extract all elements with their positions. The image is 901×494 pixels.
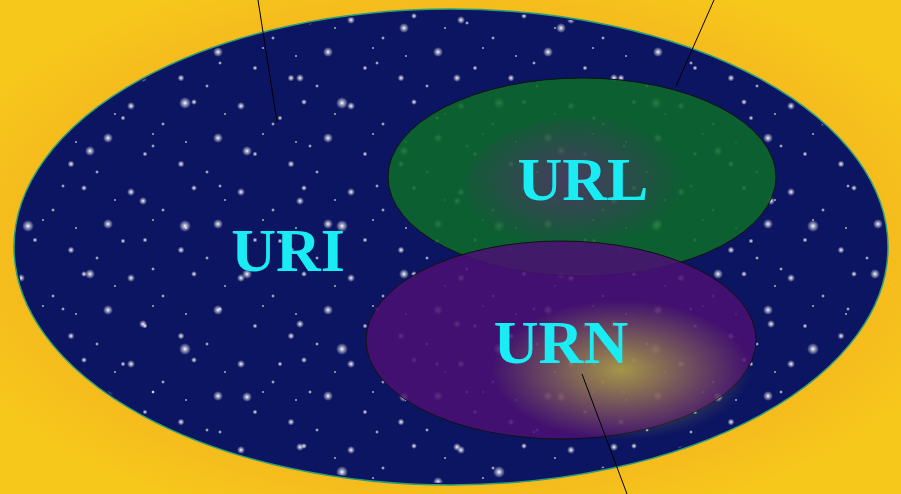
- label-holder: URL: [518, 148, 649, 210]
- label-holder: URN: [494, 311, 628, 373]
- label-holder: URI: [231, 219, 345, 281]
- set-label: URL: [518, 148, 649, 210]
- set-ellipse: URN: [365, 240, 757, 440]
- set-ellipse: URI URL URN: [13, 8, 889, 486]
- set-label: URI: [231, 219, 345, 281]
- set-label: URN: [494, 311, 628, 373]
